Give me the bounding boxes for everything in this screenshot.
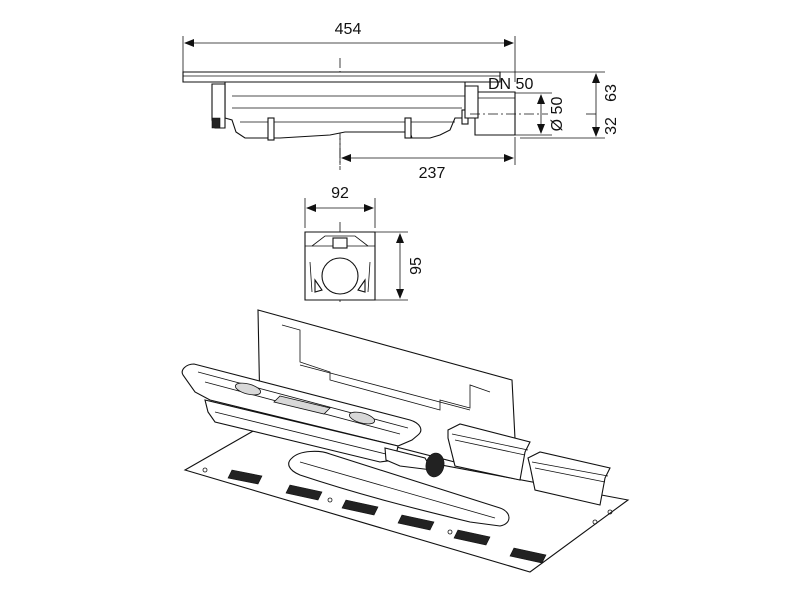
- channel-outlet: [384, 447, 434, 471]
- membrane-marking-1: [227, 469, 263, 485]
- outlet-size-label: DN 50: [488, 76, 533, 93]
- membrane-marking-2: [285, 484, 323, 501]
- membrane-marking-3: [341, 499, 379, 516]
- outlet-height-dimension-label: 32: [603, 117, 620, 135]
- isometric-view: [181, 309, 630, 573]
- end-view: 92 95: [304, 185, 425, 302]
- width-dimension-label: 92: [331, 185, 349, 202]
- diameter-dimension-label: Ø 50: [549, 97, 566, 132]
- channel-body: [224, 81, 466, 139]
- body-height-dimension-label: 95: [408, 257, 425, 275]
- end-view-outlet-circle: [321, 257, 359, 295]
- offset-dimension-label: 237: [419, 165, 446, 182]
- side-view: 454 237 DN 50 Ø 50: [182, 21, 620, 182]
- height-dimension-label: 63: [603, 84, 620, 102]
- channel-outlet-end: [425, 452, 445, 478]
- membrane-slot: [288, 450, 510, 527]
- length-dimension-label: 454: [335, 21, 362, 38]
- channel-top-flange: [182, 71, 501, 83]
- membrane-marking-5: [453, 529, 491, 546]
- accessory-box-1: [447, 423, 531, 481]
- membrane-marking-4: [397, 514, 435, 531]
- membrane-marking-6: [509, 547, 547, 564]
- outlet-pipe: [474, 91, 516, 136]
